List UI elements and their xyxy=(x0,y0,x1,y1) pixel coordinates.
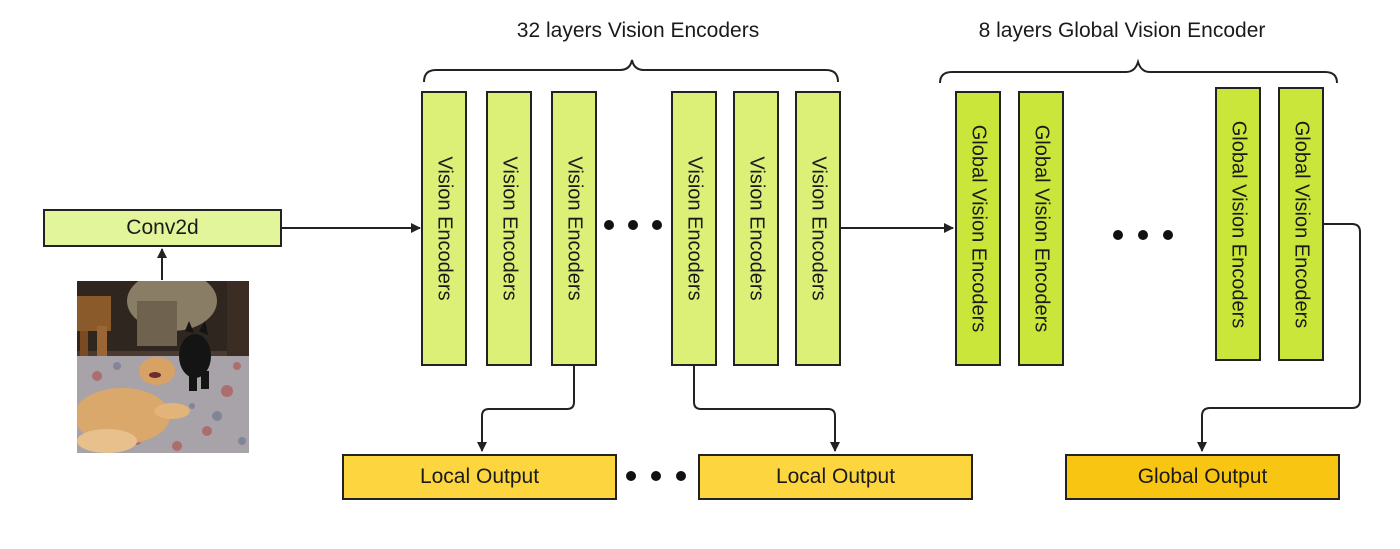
global-output: Global Output xyxy=(1065,454,1340,500)
global-vision-encoder-1: Global Vision Encoders xyxy=(955,91,1001,366)
arrow-to-local-output-2 xyxy=(693,365,840,452)
global-vision-encoder-label: Global Vision Encoders xyxy=(1290,120,1313,328)
global-vision-encoder-label: Global Vision Encoders xyxy=(1030,124,1053,333)
ellipsis-local-outputs xyxy=(626,471,686,481)
input-image xyxy=(77,281,249,453)
ellipsis-encoders xyxy=(604,220,662,230)
vision-encoder-label: Vision Encoders xyxy=(807,156,830,301)
ellipsis-global-encoders xyxy=(1113,230,1173,240)
vision-encoder-label: Vision Encoders xyxy=(563,156,586,301)
vision-encoder-label: Vision Encoders xyxy=(683,156,706,301)
conv2d-label: Conv2d xyxy=(126,216,199,239)
vision-encoder-6: Vision Encoders xyxy=(795,91,841,366)
global-vision-encoder-label: Global Vision Encoders xyxy=(1227,120,1250,328)
global-group-brace xyxy=(939,58,1338,84)
vision-encoder-label: Vision Encoders xyxy=(745,156,768,301)
local-output-label: Local Output xyxy=(419,465,540,488)
global-vision-encoder-3: Global Vision Encoders xyxy=(1215,87,1261,361)
arrow-to-local-output-1 xyxy=(477,365,575,452)
vision-group-brace xyxy=(423,59,839,83)
global-vision-encoder-4: Global Vision Encoders xyxy=(1278,87,1324,361)
global-vision-encoder-2: Global Vision Encoders xyxy=(1018,91,1064,366)
local-output-2: Local Output xyxy=(698,454,973,500)
global-output-label: Global Output xyxy=(1137,465,1268,488)
global-group-title: 8 layers Global Vision Encoder xyxy=(978,19,1266,42)
vision-group-title: 32 layers Vision Encoders xyxy=(516,19,760,42)
vision-encoder-4: Vision Encoders xyxy=(671,91,717,366)
vision-encoder-3: Vision Encoders xyxy=(551,91,597,366)
vision-encoder-2: Vision Encoders xyxy=(486,91,532,366)
global-vision-encoder-label: Global Vision Encoders xyxy=(967,124,990,333)
vision-encoder-label: Vision Encoders xyxy=(498,156,521,301)
local-output-1: Local Output xyxy=(342,454,617,500)
arrow-to-global-output xyxy=(1197,223,1361,452)
vision-encoder-label: Vision Encoders xyxy=(433,156,456,301)
vision-encoder-5: Vision Encoders xyxy=(733,91,779,366)
conv2d-box: Conv2d xyxy=(43,209,282,247)
local-output-label: Local Output xyxy=(775,465,896,488)
vision-encoder-1: Vision Encoders xyxy=(421,91,467,366)
